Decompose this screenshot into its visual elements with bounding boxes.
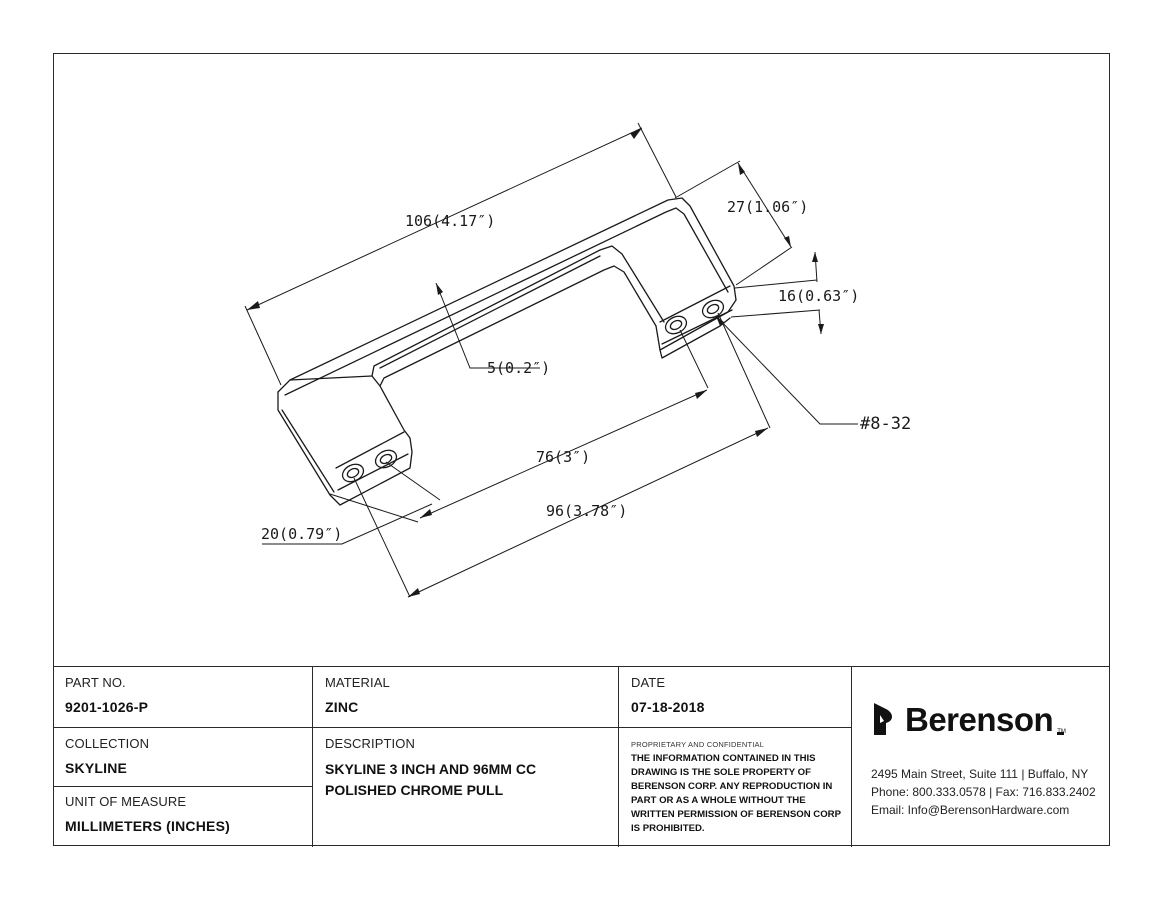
date-cell: DATE 07-18-2018 bbox=[631, 675, 705, 715]
part-no-value: 9201-1026-P bbox=[65, 699, 149, 715]
contact-info: 2495 Main Street, Suite 111 | Buffalo, N… bbox=[871, 765, 1096, 819]
screw-hole-left-1 bbox=[341, 463, 365, 483]
dim-text-width: 16(0.63″) bbox=[778, 287, 859, 305]
description-cell: DESCRIPTION SKYLINE 3 INCH AND 96MM CC P… bbox=[325, 736, 585, 801]
proprietary-heading: PROPRIETARY AND CONFIDENTIAL bbox=[631, 740, 765, 749]
address-text: 2495 Main Street, Suite 111 | Buffalo, N… bbox=[871, 767, 1089, 781]
brand-logo: Berenson TM bbox=[872, 701, 1066, 737]
phone-fax-text: Phone: 800.333.0578 | Fax: 716.833.2402 bbox=[871, 785, 1096, 799]
screw-hole-right-1 bbox=[664, 315, 688, 335]
unit-cell: UNIT OF MEASURE MILLIMETERS (INCHES) bbox=[65, 794, 230, 834]
unit-label: UNIT OF MEASURE bbox=[65, 794, 187, 809]
title-block: PART NO. 9201-1026-P MATERIAL ZINC DATE … bbox=[53, 666, 1110, 847]
brand-cell: Berenson TM 2495 Main Street, Suite 111 … bbox=[852, 667, 1110, 847]
material-value: ZINC bbox=[325, 699, 359, 715]
screw-hole-left-2 bbox=[374, 449, 398, 469]
pull-top-edge bbox=[284, 207, 729, 396]
pull-right-leg bbox=[655, 299, 737, 351]
dim-text-depth: 20(0.79″) bbox=[261, 525, 342, 543]
proprietary-notice: THE INFORMATION CONTAINED IN THIS DRAWIN… bbox=[631, 753, 841, 834]
email-text: Email: Info@BerensonHardware.com bbox=[871, 803, 1070, 817]
date-label: DATE bbox=[631, 675, 666, 690]
dim-text-height: 27(1.06″) bbox=[727, 198, 808, 216]
dim-text-cc-mm: 96(3.78″) bbox=[546, 502, 627, 520]
description-value: SKYLINE 3 INCH AND 96MM CC POLISHED CHRO… bbox=[325, 761, 537, 798]
part-no-label: PART NO. bbox=[65, 675, 126, 690]
technical-drawing: 106(4.17″) 27(1.06″) 16(0.63″) 5(0.2″) 7… bbox=[244, 122, 911, 598]
berenson-mark-icon bbox=[874, 703, 892, 735]
proprietary-cell: PROPRIETARY AND CONFIDENTIAL THE INFORMA… bbox=[631, 740, 851, 836]
dim-text-thread: #8-32 bbox=[860, 414, 911, 434]
dim-line-cc-inch bbox=[419, 389, 708, 519]
dim-text-overall-length: 106(4.17″) bbox=[405, 212, 495, 230]
screw-hole-right-2 bbox=[701, 299, 725, 319]
unit-value: MILLIMETERS (INCHES) bbox=[65, 818, 230, 834]
collection-cell: COLLECTION SKYLINE bbox=[65, 736, 149, 776]
brand-name: Berenson bbox=[905, 701, 1054, 738]
dim-text-cc-inch: 76(3″) bbox=[536, 448, 590, 466]
collection-label: COLLECTION bbox=[65, 736, 150, 751]
dim-line-thickness bbox=[435, 282, 540, 369]
brand-underline bbox=[1057, 732, 1064, 735]
part-no-cell: PART NO. 9201-1026-P bbox=[65, 675, 148, 715]
dim-line-height bbox=[737, 162, 792, 248]
dim-line-overall-length bbox=[246, 127, 643, 311]
drawing-sheet-border bbox=[53, 53, 1110, 846]
dim-line-cc-mm bbox=[407, 427, 769, 598]
pull-inner-edge bbox=[371, 245, 665, 377]
pull-left-leg bbox=[277, 375, 413, 506]
description-label: DESCRIPTION bbox=[325, 736, 415, 751]
material-cell: MATERIAL ZINC bbox=[325, 675, 390, 715]
date-value: 07-18-2018 bbox=[631, 699, 705, 715]
collection-value: SKYLINE bbox=[65, 760, 128, 776]
material-label: MATERIAL bbox=[325, 675, 390, 690]
dim-text-thickness: 5(0.2″) bbox=[487, 359, 550, 377]
leader-thread bbox=[715, 315, 858, 425]
